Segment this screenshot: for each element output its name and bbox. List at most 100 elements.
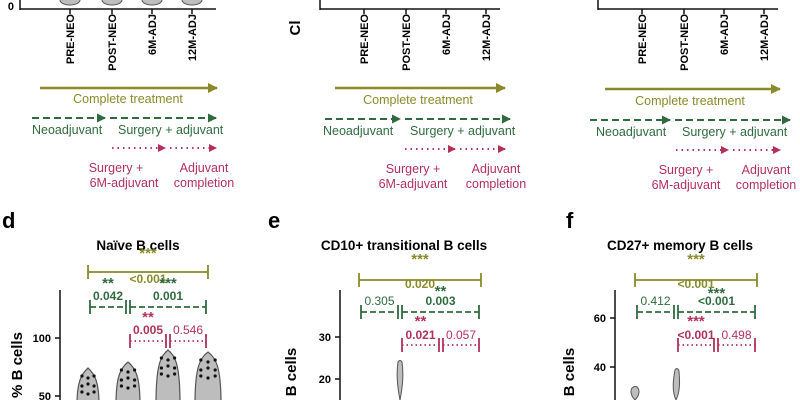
significance-stars: *** [159,275,177,292]
data-point [133,384,137,388]
neoadjuvant-label: Neoadjuvant [323,124,394,138]
data-point [86,392,90,396]
data-point [173,366,177,370]
x-tick-label: 6M-ADJ [147,14,159,55]
adjuvant-completion-label-2: completion [736,178,796,192]
data-point [173,372,177,376]
x-tick-label: PRE-NEO [65,14,77,65]
complete-treatment-label: Complete treatment [363,93,473,107]
x-tick-label: 12M-ADJ [187,14,199,61]
p-value-label: 0.412 [640,294,670,308]
data-point [199,368,203,372]
surgery-6m-label-1: Surgery + [89,161,144,175]
data-point [80,384,84,388]
cropped-violin [101,0,123,6]
adjuvant-completion-label-2: completion [466,177,526,191]
panel-e: e CD10+ transitional B cells B cells 30 … [268,208,487,400]
data-point [166,374,170,378]
x-tick-label: POST-NEO [679,14,691,71]
data-point [126,370,130,374]
data-point [199,358,203,362]
panel-title: Naïve B cells [96,238,179,253]
violin-pre-neo [630,386,640,400]
significance-stars: *** [139,245,157,262]
data-point [119,378,123,382]
x-tick-label: POST-NEO [107,14,119,71]
p-value-label: 0.021 [405,328,435,342]
y-tick-label: 50 [39,391,51,400]
y-axis-label: % B cells [9,332,26,398]
neoadjuvant-label: Neoadjuvant [596,125,667,139]
y-tick-label: 30 [319,332,331,344]
surgery-6m-label-1: Surgery + [386,162,441,176]
data-point [213,368,217,372]
x-tick-label: PRE-NEO [359,14,371,65]
p-value-label: 0.020 [405,277,435,291]
surgery-adjuvant-label: Surgery + adjuvant [682,125,788,139]
y-tick-label: 40 [594,362,606,374]
data-point [80,390,84,394]
adjuvant-completion-label-1: Adjuvant [472,162,521,176]
violin-post-neo [115,361,141,400]
p-value-label: <0.001 [698,294,735,308]
data-point [133,378,137,382]
data-point [206,376,210,380]
adjuvant-completion-label-1: Adjuvant [180,161,229,175]
p-value-label: 0.005 [133,323,163,337]
data-point [213,374,217,378]
p-value-label: 0.057 [446,328,476,342]
p-value-label: <0.001 [129,272,166,286]
data-point [92,390,96,394]
cropped-violin [181,0,203,6]
surgery-6m-label-2: 6M-adjuvant [652,178,721,192]
significance-stars: ** [142,309,154,326]
data-point [166,364,170,368]
panel-letter-d: d [2,208,15,233]
violin-12m-adj [194,351,222,400]
significance-stars: *** [411,251,429,268]
data-point [126,376,130,380]
data-point [159,356,163,360]
data-point [166,358,170,362]
panel-f: f CD27+ memory B cells B cells 60 40 ***… [561,208,758,400]
x-tick-label: PRE-NEO [637,14,649,65]
p-value-label: <0.001 [677,328,714,342]
surgery-6m-label-2: 6M-adjuvant [379,177,448,191]
neoadjuvant-label: Neoadjuvant [32,123,103,137]
significance-stars: *** [708,285,726,302]
surgery-6m-label-2: 6M-adjuvant [90,176,159,190]
p-value-label: 0.498 [721,328,751,342]
p-value-label: 0.042 [93,289,123,303]
data-point [199,374,203,378]
data-point [86,382,90,386]
data-point [213,358,217,362]
panel-letter-f: f [566,208,574,233]
violin-post-neo [672,368,681,400]
significance-stars: ** [435,283,447,300]
cut-y-axis-label: Cl [287,21,304,36]
y-axis-label: B cells [283,348,300,396]
complete-treatment-label: Complete treatment [73,92,183,106]
x-tick-label: 6M-ADJ [441,14,453,55]
panel-d: d Naïve B cells % B cells 100 50 ***<0.0… [2,208,222,400]
data-point [159,372,163,376]
y-tick-label: 20 [319,374,331,386]
surgery-adjuvant-label: Surgery + adjuvant [118,123,224,137]
data-point [159,366,163,370]
y-axis-label: B cells [561,348,578,396]
panel-title: CD10+ transitional B cells [321,238,487,253]
significance-stars: ** [102,275,114,292]
significance-stars: *** [687,313,705,330]
data-point [119,368,123,372]
x-tick-label: POST-NEO [401,14,413,71]
data-point [206,360,210,364]
violin-6m-adj [396,360,404,400]
y-tick-label: 100 [33,333,51,345]
data-point [86,376,90,380]
data-point [92,374,96,378]
p-value-label: 0.001 [153,289,183,303]
